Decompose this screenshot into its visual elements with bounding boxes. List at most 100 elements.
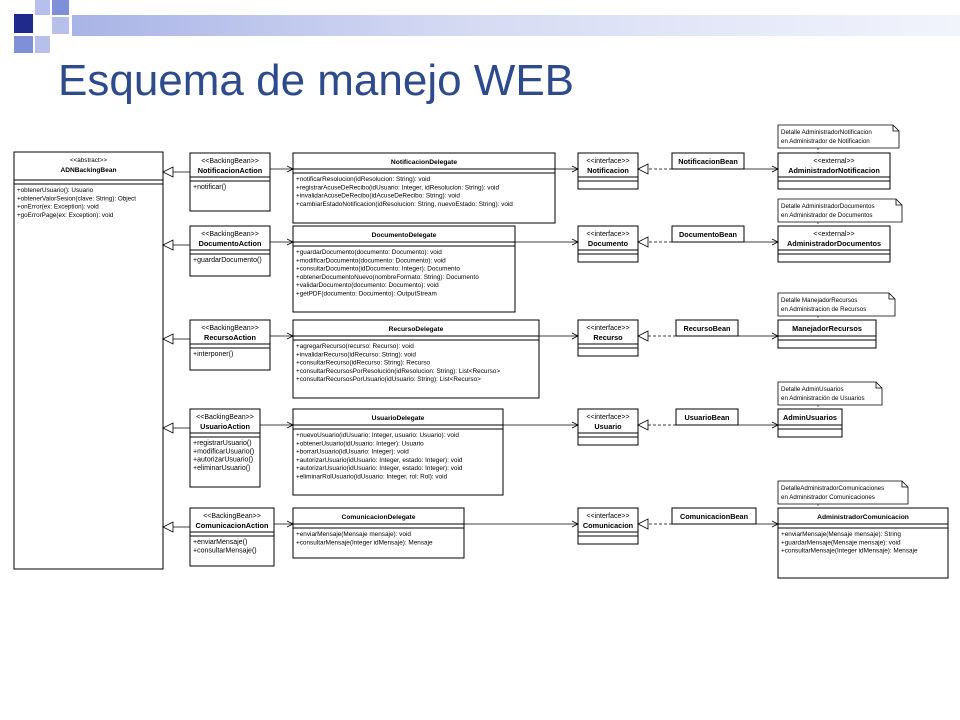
class-name-label: RecursoBean xyxy=(683,324,730,333)
method-label: +consultarRecurso(idRecurso: String): Re… xyxy=(296,360,431,367)
association-rec-action-delegate xyxy=(270,332,294,340)
uml-note-notif: Detalle AdministradorNotificacion en Admi… xyxy=(777,124,900,149)
class-name-label: DocumentoDelegate xyxy=(372,232,437,239)
association-usu-action-delegate xyxy=(260,421,294,429)
decor-top-bar xyxy=(72,15,960,36)
method-label: +notificarResolucion(idResolucion: Strin… xyxy=(296,176,431,183)
uml-class-notif-action: <<BackingBean>>NotificacionAction+notifi… xyxy=(189,152,271,212)
method-label: +consultarMensaje(Integer idMensaje): Me… xyxy=(781,548,918,555)
class-name-label: AdministradorComunicacion xyxy=(817,514,909,521)
decor-square-blue-top xyxy=(52,0,69,15)
method-label: +enviarMensaje(Mensaje mensaje): void xyxy=(296,531,411,538)
class-name-label: AdministradorDocumentos xyxy=(787,239,881,248)
class-name-label: UsuarioBean xyxy=(684,413,729,422)
association-usu-bean-admin xyxy=(738,421,779,429)
class-name-label: DocumentoAction xyxy=(199,239,262,248)
method-label: +registrarUsuario() xyxy=(193,440,252,447)
stereotype-label: <<BackingBean>> xyxy=(203,513,261,520)
stereotype-label: <<interface>> xyxy=(586,158,629,165)
association-com-action-delegate xyxy=(274,520,294,528)
method-label: +registrarAcuseDeRecibo(idUsuario: Integ… xyxy=(296,184,499,191)
stereotype-label: <<abstract>> xyxy=(70,157,107,164)
stereotype-label: <<interface>> xyxy=(586,513,629,520)
class-name-label: RecursoAction xyxy=(204,333,256,342)
method-label: +borrarUsuario(idUsuario: Integer): void xyxy=(296,449,409,456)
note-line: Detalle ManejadorRecursos xyxy=(781,297,857,304)
class-name-label: UsuarioDelegate xyxy=(372,415,425,422)
realization-notif-bean xyxy=(637,163,672,175)
uml-class-rec-action: <<BackingBean>>RecursoAction+interponer(… xyxy=(189,319,271,371)
method-label: +invalidarAcuseDeRecibo(idAcuseDeRecibo:… xyxy=(296,193,460,200)
method-label: +consultarMensaje() xyxy=(193,547,257,554)
generalization-rec-action xyxy=(162,333,190,345)
association-com-delegate-interface xyxy=(464,520,579,528)
note-line: en Administracion de Recursos xyxy=(781,306,866,313)
class-name-label: UsuarioAction xyxy=(200,422,250,431)
method-label: +consultarMensaje(Integer idMensaje): Me… xyxy=(296,539,433,546)
uml-class-notif-bean: NotificacionBean xyxy=(671,152,745,170)
note-line: en Administrador Comunicaciones xyxy=(781,494,875,501)
association-usu-delegate-interface xyxy=(503,421,579,429)
association-doc-action-delegate xyxy=(270,238,294,246)
method-label: +obtenerUsuario(idUsuario: Integer): Usu… xyxy=(296,440,424,447)
association-notif-bean-admin xyxy=(744,165,779,173)
class-name-label: NotificacionDelegate xyxy=(391,159,457,166)
note-line: Detalle AdministradorDocumentos xyxy=(781,203,875,210)
method-label: +consultarRecursosPorResolución(idResolu… xyxy=(296,368,500,375)
uml-class-usu-admin: AdminUsuarios xyxy=(777,408,843,438)
realization-rec-bean xyxy=(637,330,676,342)
note-line: DetalleAdministradorComunicaciones xyxy=(781,485,884,492)
uml-class-usu-bean: UsuarioBean xyxy=(675,408,739,426)
uml-class-notif-admin: <<external>>AdministradorNotificacion xyxy=(777,152,891,190)
method-label: +guardarDocumento(documento: Documento):… xyxy=(296,249,442,256)
note-line: Detalle AdministradorNotificacion xyxy=(781,129,872,136)
decor-square-navy xyxy=(14,14,33,33)
method-label: +interponer() xyxy=(193,351,233,358)
association-notif-delegate-interface xyxy=(555,165,579,173)
association-rec-delegate-interface xyxy=(539,332,579,340)
uml-class-notif-iface: <<interface>>Notificacion xyxy=(577,152,639,190)
realization-com-bean xyxy=(637,518,672,530)
method-label: +modificarUsuario() xyxy=(193,448,254,455)
method-label: +enviarMensaje(Mensaje mensaje): String xyxy=(781,531,901,538)
class-name-label: Documento xyxy=(588,239,629,248)
class-name-label: ManejadorRecursos xyxy=(792,324,862,333)
class-name-label: RecursoDelegate xyxy=(389,326,444,333)
method-label: +modificarDocumento(documento: Documento… xyxy=(296,257,446,264)
method-label: +eliminarRolUsuario(idUsuario: Integer, … xyxy=(296,474,448,481)
association-com-bean-admin xyxy=(756,520,779,528)
uml-class-doc-bean: DocumentoBean xyxy=(671,225,745,243)
uml-class-notif-delegate: NotificacionDelegate +notificarResolucion… xyxy=(292,152,556,224)
note-line: en Administrador de Notificacion xyxy=(781,138,870,145)
realization-doc-bean xyxy=(637,236,672,248)
stereotype-label: <<external>> xyxy=(813,158,854,165)
class-name-label: Comunicacion xyxy=(583,521,633,530)
method-label: +enviarMensaje() xyxy=(193,539,247,546)
stereotype-label: <<interface>> xyxy=(586,231,629,238)
uml-class-doc-delegate: DocumentoDelegate +guardarDocumento(docum… xyxy=(292,225,516,313)
generalization-notif-action xyxy=(162,166,190,178)
method-label: +guardarMensaje(Mensaje mensaje): void xyxy=(781,539,901,546)
page-title: Esquema de manejo WEB xyxy=(58,56,575,105)
realization-usu-bean xyxy=(637,419,676,431)
method-label: +obtenerValorSesion(clave: String): Obje… xyxy=(17,195,136,202)
method-label: +getPDF(documento: Documento): OutputStr… xyxy=(296,291,437,298)
stereotype-label: <<interface>> xyxy=(586,325,629,332)
association-doc-bean-admin xyxy=(744,238,779,246)
class-name-label: NotificacionAction xyxy=(198,166,262,175)
uml-class-rec-admin: ManejadorRecursos xyxy=(777,319,877,349)
association-notif-action-delegate xyxy=(270,165,294,173)
uml-class-rec-iface: <<interface>>Recurso xyxy=(577,319,639,357)
uml-class-doc-action: <<BackingBean>>DocumentoAction+guardarDo… xyxy=(189,225,271,277)
method-label: +cambiarEstadoNotificacion(idResolucion:… xyxy=(296,201,513,208)
generalization-usu-action xyxy=(162,422,190,434)
uml-note-rec: Detalle ManejadorRecursos en Administraci… xyxy=(777,292,896,317)
uml-class-com-iface: <<interface>>Comunicacion xyxy=(577,507,639,545)
association-doc-delegate-interface xyxy=(515,238,579,246)
method-label: +autorizarUsuario() xyxy=(193,457,253,464)
uml-class-com-bean: ComunicacionBean xyxy=(671,507,757,525)
class-name-label: Notificacion xyxy=(587,166,629,175)
method-label: +obtenerDocumentoNuevo(nombreFormato: St… xyxy=(296,274,479,281)
